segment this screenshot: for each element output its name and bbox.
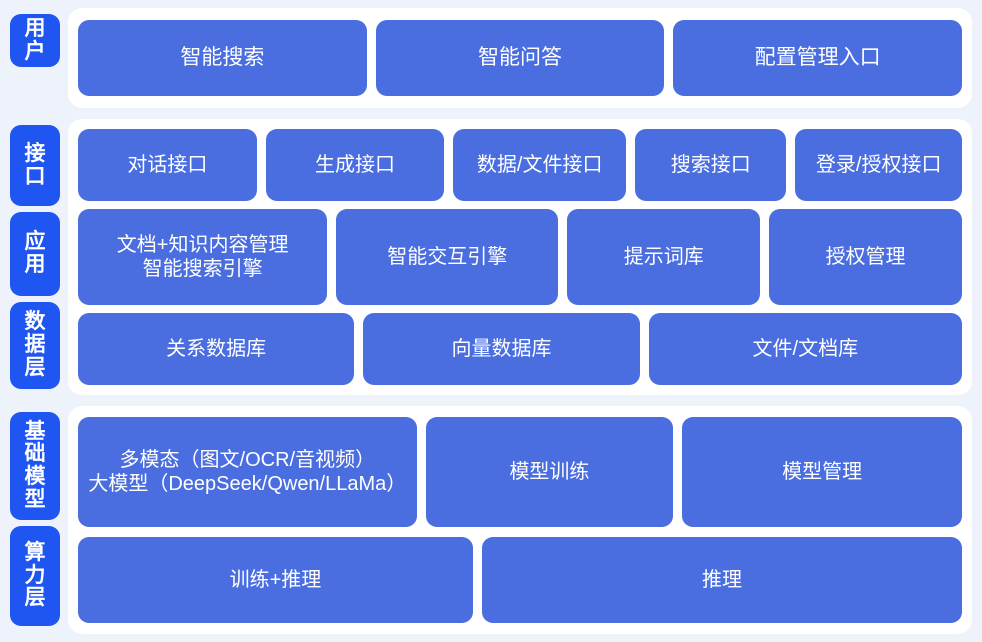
cell-dialog-api[interactable]: 对话接口: [78, 129, 257, 201]
layer-group-bottom: 基础模型 算力层 多模态（图文/OCR/音视频） 大模型（DeepSeek/Qw…: [10, 406, 972, 634]
panel-user: 智能搜索 智能问答 配置管理入口: [68, 8, 972, 108]
cell-relational-database[interactable]: 关系数据库: [78, 312, 355, 385]
cell-smart-qa[interactable]: 智能问答: [375, 20, 665, 96]
cell-config-management-entry[interactable]: 配置管理入口: [673, 20, 963, 96]
row-data: 关系数据库 向量数据库 文件/文档库: [78, 312, 962, 385]
cell-data-file-api[interactable]: 数据/文件接口: [453, 129, 626, 201]
panel-bottom: 多模态（图文/OCR/音视频） 大模型（DeepSeek/Qwen/LLaMa）…: [68, 406, 972, 634]
cell-inference[interactable]: 推理: [481, 537, 962, 624]
cell-authorization-management[interactable]: 授权管理: [769, 209, 962, 305]
rail-label-application: 应用: [10, 212, 60, 296]
rail-label-foundation-model-text: 基础模型: [24, 419, 46, 511]
cell-multimodal-large-model[interactable]: 多模态（图文/OCR/音视频） 大模型（DeepSeek/Qwen/LLaMa）: [78, 417, 417, 527]
rail-label-data-text: 数据层: [24, 310, 46, 379]
row-application: 文档+知识内容管理 智能搜索引擎 智能交互引擎 提示词库 授权管理: [78, 209, 962, 305]
cell-smart-search[interactable]: 智能搜索: [78, 20, 367, 96]
cell-generation-api[interactable]: 生成接口: [265, 129, 445, 201]
cell-doc-knowledge-management[interactable]: 文档+知识内容管理 智能搜索引擎: [78, 209, 328, 305]
cell-login-auth-api[interactable]: 登录/授权接口: [795, 129, 962, 201]
cell-model-training[interactable]: 模型训练: [425, 417, 674, 527]
rail-label-foundation-model: 基础模型: [10, 412, 60, 520]
cell-model-management[interactable]: 模型管理: [682, 417, 962, 527]
rail-label-user-text: 用户: [24, 17, 46, 63]
rail-label-compute: 算力层: [10, 526, 60, 626]
rail-user: 用户: [10, 8, 60, 108]
row-user: 智能搜索 智能问答 配置管理入口: [78, 20, 963, 96]
row-interface: 对话接口 生成接口 数据/文件接口 搜索接口 登录/授权接口: [78, 129, 962, 201]
row-foundation-model: 多模态（图文/OCR/音视频） 大模型（DeepSeek/Qwen/LLaMa）…: [78, 417, 962, 527]
rail-label-interface-text: 接口: [24, 141, 46, 188]
rail-label-data: 数据层: [10, 302, 60, 389]
cell-training-inference[interactable]: 训练+推理: [78, 537, 473, 624]
cell-search-api[interactable]: 搜索接口: [635, 129, 787, 201]
cell-file-document-store[interactable]: 文件/文档库: [648, 312, 962, 385]
cell-vector-database[interactable]: 向量数据库: [363, 312, 640, 385]
rail-label-user: 用户: [10, 14, 60, 68]
rail-label-application-text: 应用: [24, 230, 46, 276]
cell-prompt-library[interactable]: 提示词库: [567, 209, 761, 305]
layer-group-user: 用户 智能搜索 智能问答 配置管理入口: [10, 8, 972, 108]
rail-middle: 接口 应用 数据层: [10, 119, 60, 395]
panel-middle: 对话接口 生成接口 数据/文件接口 搜索接口 登录/授权接口 文档+知识内容管理…: [68, 119, 972, 395]
rail-label-interface: 接口: [10, 125, 60, 206]
rail-bottom: 基础模型 算力层: [10, 406, 60, 634]
row-compute: 训练+推理 推理: [78, 537, 962, 624]
rail-label-compute-text: 算力层: [24, 540, 46, 610]
cell-smart-interaction-engine[interactable]: 智能交互引擎: [336, 209, 559, 305]
layer-group-middle: 接口 应用 数据层 对话接口 生成接口 数据/文件接口 搜索接口 登录/授权接口…: [10, 119, 972, 395]
